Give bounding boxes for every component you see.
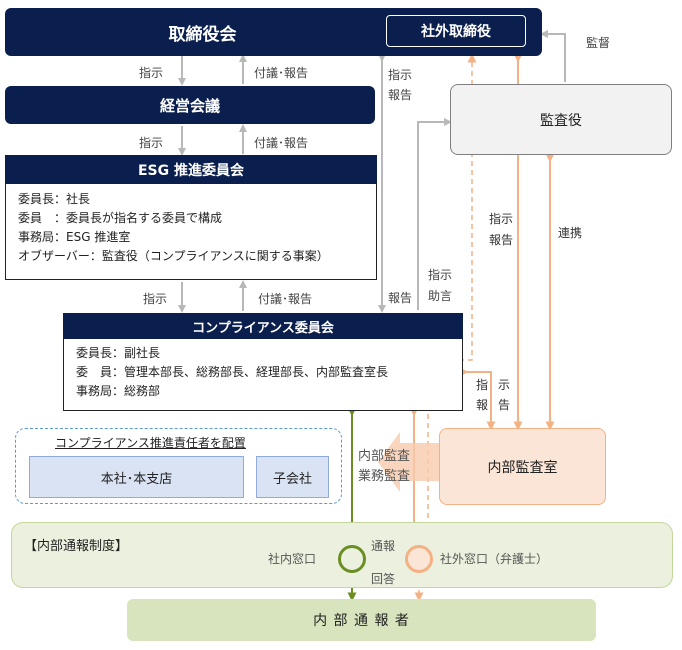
esg-title: ESG 推進委員会 bbox=[137, 162, 244, 179]
esg-line: 事務局：ESG 推進室 bbox=[18, 230, 131, 244]
management-title: 経営会議 bbox=[159, 96, 220, 115]
compliance-promoters-group bbox=[15, 428, 342, 504]
internal-audit-box: 内部監査室 bbox=[439, 428, 606, 505]
label-board-report: 報告 bbox=[388, 88, 413, 102]
arrow-compliance-internal-audit bbox=[459, 367, 496, 431]
arrow-compliance-report-auditors bbox=[417, 118, 452, 310]
internal-audit-title: 内部監査室 bbox=[487, 459, 558, 476]
management-meeting: 経営会議 bbox=[5, 86, 375, 124]
label-propose-report-2: 付議･報告 bbox=[254, 136, 309, 150]
board-title: 取締役会 bbox=[168, 24, 237, 45]
label-instruct-2: 指示 bbox=[139, 136, 164, 150]
esg-committee-body: 委員長：社長 委員 ：委員長が指名する委員で構成 事務局：ESG 推進室 オブザ… bbox=[5, 184, 377, 280]
arrow-auditors-supervise-board bbox=[540, 30, 566, 82]
external-window-label: 社外窓口（弁護士） bbox=[440, 552, 549, 566]
compliance-line: 事務局：総務部 bbox=[76, 384, 161, 398]
label-propose-report-1: 付議･報告 bbox=[254, 66, 309, 80]
label-instruct-3: 指示 bbox=[143, 292, 168, 306]
esg-line: 委員長：社長 bbox=[18, 192, 91, 206]
label-coop: 連携 bbox=[558, 226, 583, 240]
subsidiaries-label: 子会社 bbox=[272, 471, 312, 487]
label-internal-audit-arrow-1: 内部監査 bbox=[358, 449, 411, 464]
esg-line: 委員 ：委員長が指名する委員で構成 bbox=[18, 211, 223, 225]
report-label: 通報 bbox=[371, 539, 396, 553]
label-shi: 指 bbox=[476, 378, 489, 392]
compliance-title: コンプライアンス委員会 bbox=[192, 320, 334, 336]
audit-big-arrow bbox=[378, 432, 440, 492]
reply-label: 回答 bbox=[371, 572, 396, 586]
compliance-line: 委 員：管理本部長、総務部長、経理部長、内部監査室長 bbox=[76, 365, 389, 379]
label-ho: 報 bbox=[476, 398, 489, 412]
auditors-title: 監査役 bbox=[540, 112, 582, 129]
internal-window-label: 社内窓口 bbox=[268, 552, 317, 566]
label-supervise: 監督 bbox=[586, 36, 611, 50]
compliance-committee-header: コンプライアンス委員会 bbox=[63, 313, 463, 339]
label-internal-audit-arrow-2: 業務監査 bbox=[358, 469, 411, 484]
internal-reporters-box: 内 部 通 報 者 bbox=[127, 599, 596, 641]
esg-committee-header: ESG 推進委員会 bbox=[5, 155, 377, 184]
label-advice: 助言 bbox=[428, 289, 453, 303]
external-window-circle bbox=[405, 545, 433, 573]
auditors-box: 監査役 bbox=[450, 84, 672, 155]
whistleblowing-title: 【内部通報制度】 bbox=[24, 539, 129, 554]
label-instruct-1: 指示 bbox=[139, 66, 164, 80]
head-office-label: 本社･本支店 bbox=[100, 471, 173, 487]
label-koku: 告 bbox=[498, 398, 511, 412]
label-report-to-auditors: 報告 bbox=[388, 291, 413, 305]
head-office-box: 本社･本支店 bbox=[29, 456, 244, 498]
label-ia-instruct: 指示 bbox=[489, 212, 514, 226]
compliance-promoters-title: コンプライアンス推進責任者を配置 bbox=[55, 436, 246, 450]
compliance-committee-body: 委員長：副社長 委 員：管理本部長、総務部長、経理部長、内部監査室長 事務局：総… bbox=[63, 339, 463, 411]
label-board-instruct: 指示 bbox=[388, 68, 413, 82]
outside-directors-box: 社外取締役 bbox=[386, 15, 526, 47]
outside-directors-label: 社外取締役 bbox=[421, 24, 491, 40]
esg-line: オブザーバー：監査役（コンプライアンスに関する事案） bbox=[18, 249, 329, 263]
internal-reporters-title: 内 部 通 報 者 bbox=[313, 613, 410, 629]
label-advice-instruct: 指示 bbox=[428, 268, 453, 282]
internal-window-circle bbox=[338, 545, 366, 573]
subsidiaries-box: 子会社 bbox=[256, 456, 329, 498]
label-ji: 示 bbox=[498, 378, 511, 392]
label-propose-report-3: 付議･報告 bbox=[258, 292, 313, 306]
compliance-line: 委員長：副社長 bbox=[76, 346, 161, 360]
label-ia-report: 報告 bbox=[489, 233, 514, 247]
